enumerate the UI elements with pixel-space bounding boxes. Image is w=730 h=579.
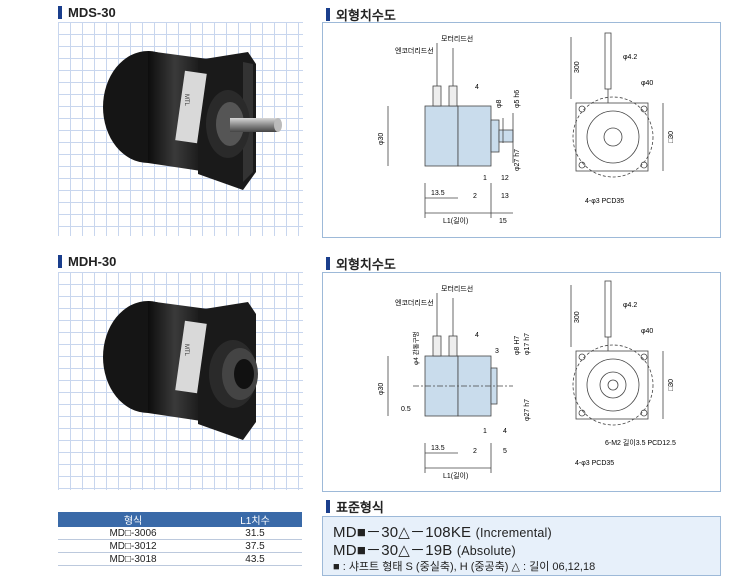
- phi40-label: φ40: [641, 80, 653, 87]
- standard-title: 표준형식: [336, 500, 384, 515]
- dim-13-5: 13.5: [431, 190, 445, 197]
- spec-header-row: 형식 L1치수: [58, 512, 302, 527]
- table-row: MD□-3006 31.5: [58, 527, 302, 540]
- dim-4b: 4: [503, 428, 507, 435]
- spec-model: MD□-3006: [58, 527, 209, 540]
- phi30-label: φ30: [378, 133, 385, 145]
- dimension-diagram-1: 엔코더리드선 모터리드선 4 φ8 φ5 h6 φ27 h7 φ30 13.5 …: [378, 32, 675, 225]
- section-marker: [326, 257, 330, 270]
- l1-label: L1(길이): [443, 216, 468, 225]
- dim-5: 5: [503, 448, 507, 455]
- dim-12: 12: [501, 175, 509, 182]
- mds-section-header: MDS-30: [58, 5, 116, 20]
- model-absolute: MD■－30△－19B: [333, 542, 453, 559]
- l1-label: L1(길이): [443, 471, 468, 480]
- phi42-label: φ4.2: [623, 302, 637, 309]
- spec-model: MD□-3018: [58, 552, 209, 566]
- section-marker: [58, 255, 62, 268]
- phi17-label: φ17 h7: [524, 333, 531, 355]
- dimension-header-2: 외형치수도: [326, 254, 396, 273]
- table-row: MD□-3018 43.5: [58, 552, 302, 566]
- encoder-wire-label: 엔코더리드선: [395, 46, 434, 55]
- phi8-label: φ8 H7: [514, 336, 521, 355]
- mds-motor-image: MTL: [103, 51, 282, 190]
- dim-4: 4: [475, 332, 479, 339]
- len-300-label: 300: [574, 311, 581, 323]
- section-marker: [326, 500, 330, 513]
- spec-l1: 43.5: [208, 552, 302, 566]
- section-marker: [326, 8, 330, 21]
- shaft-fit-label: φ5 h6: [514, 90, 521, 108]
- dimension-title-2: 외형치수도: [336, 257, 396, 272]
- model-incremental: MD■－30△－108KE: [333, 524, 472, 541]
- spec-header-l1: L1치수: [208, 512, 302, 527]
- model-absolute-note: (Absolute): [456, 544, 516, 558]
- phi30-label: φ30: [378, 383, 385, 395]
- encoder-wire-label: 엔코더리드선: [395, 298, 434, 307]
- motor-wire-label: 모터리드선: [441, 284, 473, 293]
- dimension-diagram-2: 엔코더리드선 모터리드선 φ4 관통구멍 φ8 H7 φ17 h7 φ27 h7…: [378, 280, 676, 480]
- dim-2: 2: [473, 448, 477, 455]
- dimension-drawing-2: 엔코더리드선 모터리드선 φ4 관통구멍 φ8 H7 φ17 h7 φ27 h7…: [322, 272, 721, 492]
- pcd-label: 4-φ3 PCD35: [575, 460, 614, 467]
- spec-table: 형식 L1치수 MD□-3006 31.5 MD□-3012 37.5 MD□-…: [58, 512, 302, 566]
- model-line-incremental: MD■－30△－108KE (Incremental): [333, 521, 552, 542]
- svg-text:MTL: MTL: [183, 344, 189, 357]
- spec-l1: 37.5: [208, 539, 302, 553]
- spec-header-model: 형식: [58, 512, 209, 527]
- dim-2: 2: [473, 193, 477, 200]
- phi42-label: φ4.2: [623, 54, 637, 61]
- mdh-motor-image: MTL: [103, 301, 258, 440]
- phi40-label: φ40: [641, 328, 653, 335]
- len-300-label: 300: [574, 61, 581, 73]
- model-incremental-note: (Incremental): [475, 526, 552, 540]
- spec-model: MD□-3012: [58, 539, 209, 553]
- standard-header: 표준형식: [326, 497, 384, 516]
- dim-0-5: 0.5: [401, 406, 411, 413]
- model-legend: ■ : 샤프트 형태 S (중실축), H (중공축) △ : 길이 06,12…: [333, 561, 596, 573]
- hole-label: φ4 관통구멍: [411, 331, 420, 365]
- dimension-title-1: 외형치수도: [336, 8, 396, 23]
- dim-15: 15: [499, 218, 507, 225]
- standard-model-box: MD■－30△－108KE (Incremental) MD■－30△－19B …: [322, 516, 721, 576]
- mdh-photo-panel: MTL: [58, 272, 303, 490]
- mds-photo-panel: MTL: [58, 22, 303, 236]
- section-marker: [58, 6, 62, 19]
- dim-3: 3: [495, 348, 499, 355]
- dim-1: 1: [483, 428, 487, 435]
- sq30-label: □30: [668, 379, 675, 391]
- motor-wire-label: 모터리드선: [441, 34, 473, 43]
- svg-text:MTL: MTL: [183, 94, 189, 107]
- dim-13-5: 13.5: [431, 445, 445, 452]
- dim-4: 4: [475, 84, 479, 91]
- phi27-label: φ27 h7: [514, 149, 521, 171]
- phi8-label: φ8: [496, 99, 503, 108]
- table-row: MD□-3012 37.5: [58, 539, 302, 553]
- dimension-header-1: 외형치수도: [326, 5, 396, 24]
- dimension-drawing-1: 엔코더리드선 모터리드선 4 φ8 φ5 h6 φ27 h7 φ30 13.5 …: [322, 22, 721, 238]
- model-line-absolute: MD■－30△－19B (Absolute): [333, 539, 516, 560]
- sq30-label: □30: [668, 131, 675, 143]
- mds-title: MDS-30: [68, 5, 116, 20]
- phi27-label: φ27 h7: [524, 399, 531, 421]
- dim-13: 13: [501, 193, 509, 200]
- mdh-title: MDH-30: [68, 254, 117, 269]
- mdh-section-header: MDH-30: [58, 254, 116, 269]
- pcd-label: 4-φ3 PCD35: [585, 198, 624, 205]
- m2-label: 6-M2 길이3.5 PCD12.5: [605, 438, 676, 447]
- spec-l1: 31.5: [208, 527, 302, 540]
- dim-1: 1: [483, 175, 487, 182]
